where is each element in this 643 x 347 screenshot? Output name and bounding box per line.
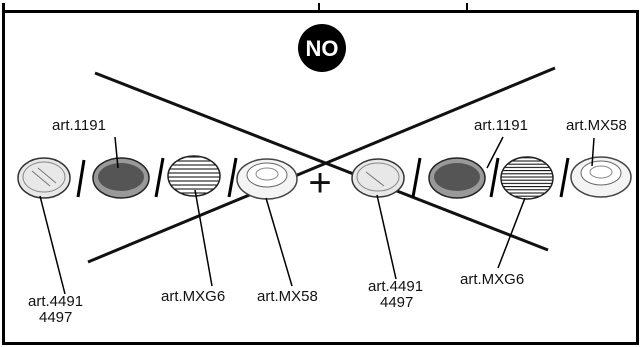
separator-slash: [76, 159, 86, 198]
ring-washer-right: [570, 156, 632, 198]
leader-line: [497, 197, 526, 269]
no-badge: NO: [298, 24, 346, 72]
leader-line: [376, 194, 397, 280]
header-divider: [2, 3, 5, 13]
clear-lens-disc-right: [351, 158, 405, 198]
leader-line: [591, 137, 595, 167]
separator-slash: [489, 157, 500, 198]
striped-filter-disc-right: [500, 156, 554, 200]
leader-line: [114, 136, 119, 169]
clear-lens-disc-left: [17, 157, 71, 199]
cross-line-up: [87, 66, 556, 264]
no-badge-text: NO: [306, 36, 339, 61]
no-badge-circle: [298, 24, 346, 72]
label-art-4497-right: 4497: [380, 294, 413, 311]
label-art-mxg6-right: art.MXG6: [460, 271, 524, 288]
label-art-4491-right: art.4491: [368, 278, 423, 295]
label-art-mx58-right: art.MX58: [566, 117, 627, 134]
label-art-mxg6-left: art.MXG6: [161, 288, 225, 305]
label-art-4497-left: 4497: [39, 309, 72, 326]
plus-sign: +: [308, 161, 331, 205]
leader-line: [486, 136, 504, 169]
header-divider: [318, 3, 320, 13]
separator-slash: [154, 157, 165, 198]
leader-line: [39, 195, 66, 295]
cross-line-down: [94, 71, 549, 252]
dark-filter-disc-left: [92, 157, 150, 199]
separator-slash: [411, 157, 422, 198]
dark-filter-disc-right: [428, 157, 486, 199]
ring-washer-left: [236, 158, 298, 200]
label-art-mx58-left: art.MX58: [257, 288, 318, 305]
label-art-1191-left: art.1191: [52, 117, 106, 134]
diagram-frame: [2, 10, 639, 345]
leader-line: [194, 189, 213, 287]
separator-slash: [559, 157, 570, 198]
striped-filter-disc-left: [167, 155, 221, 197]
label-art-4491-left: art.4491: [28, 293, 83, 310]
label-art-1191-right: art.1191: [474, 117, 528, 134]
leader-line: [265, 197, 293, 287]
header-divider: [466, 3, 468, 13]
separator-slash: [227, 157, 238, 198]
